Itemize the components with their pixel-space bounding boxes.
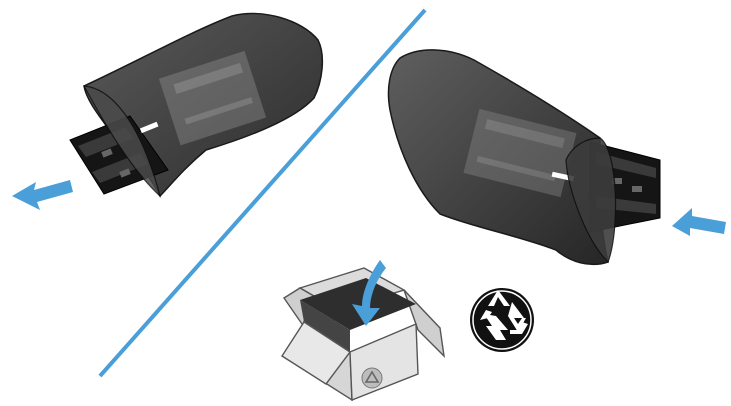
divider-line [98, 8, 427, 378]
bag-opening-left [82, 85, 162, 198]
cartridge-inserted-into-bag-icon [387, 49, 661, 266]
open-box-icon [281, 267, 445, 402]
cartridge-removed-from-bag-icon [69, 12, 324, 198]
arrow-left-icon [12, 180, 73, 210]
arrow-left-icon [672, 208, 726, 236]
small-recycle-icon [361, 367, 383, 389]
arrow-into-box-icon [352, 260, 386, 326]
bag-opening-right [565, 137, 617, 264]
box-interior [300, 278, 416, 330]
cartridge-inside-bag-right [463, 108, 577, 198]
cartridge-inside-bag-left [158, 50, 267, 146]
bag-right [387, 49, 609, 266]
recycle-icon [470, 288, 534, 352]
